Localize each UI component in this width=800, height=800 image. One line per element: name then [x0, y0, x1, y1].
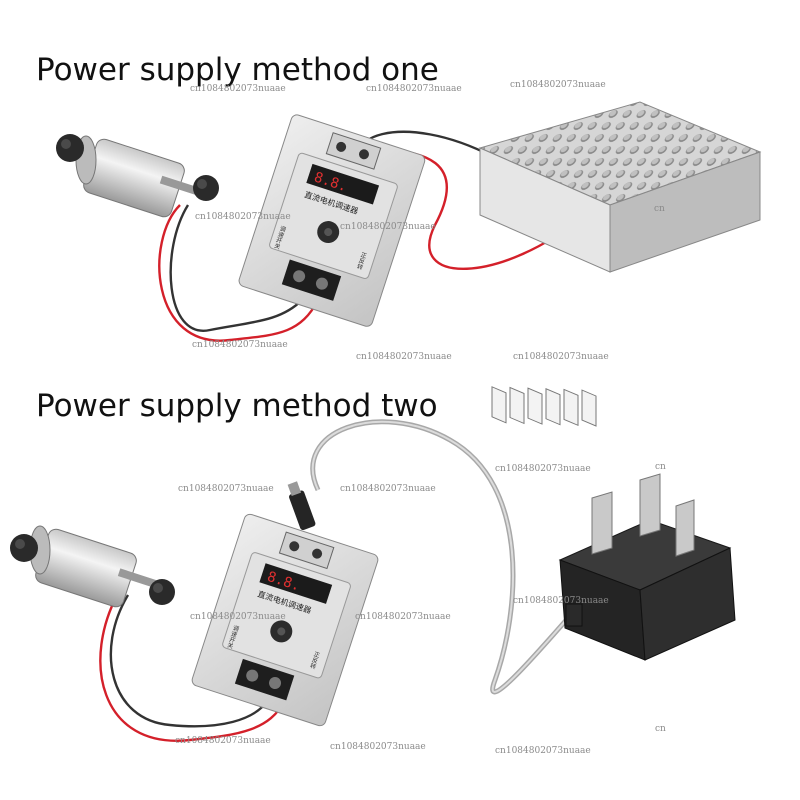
- watermark: cn: [655, 462, 666, 472]
- knob-icon: [10, 534, 38, 562]
- watermark: cn: [655, 724, 666, 734]
- heading-method-one: Power supply method one: [36, 52, 439, 88]
- knob-icon: [193, 175, 219, 201]
- watermark: cn1084802073nuaae: [513, 596, 609, 606]
- speed-controller-two: 8.8. 直流电机调速器 调速开关 正反转: [191, 513, 379, 727]
- switching-power-supply: [478, 101, 762, 427]
- watermark: cn1084802073nuaae: [366, 84, 462, 94]
- heading-method-two: Power supply method two: [36, 388, 438, 424]
- watermark: cn1084802073nuaae: [495, 746, 591, 756]
- knob-icon: [56, 134, 84, 162]
- watermark: cn1084802073nuaae: [356, 352, 452, 362]
- watermark: cn1084802073nuaae: [355, 612, 451, 622]
- watermark: cn1084802073nuaae: [340, 484, 436, 494]
- method-one-diagram: 8.8. 直流电机调速器 调速开关 正反转: [56, 101, 762, 427]
- wire-black-motor-two: [109, 594, 270, 728]
- watermark: cn1084802073nuaae: [510, 80, 606, 90]
- dc-motor-one: [56, 134, 219, 218]
- speed-controller-one: 8.8. 直流电机调速器 调速开关 正反转: [238, 114, 426, 327]
- watermark: cn1084802073nuaae: [190, 612, 286, 622]
- watermark: cn1084802073nuaae: [175, 736, 271, 746]
- dc-barrel-plug: [287, 481, 316, 531]
- dc-motor-two: [10, 525, 175, 608]
- knob-icon: [149, 579, 175, 605]
- wall-adapter: [558, 473, 736, 661]
- watermark: cn1084802073nuaae: [340, 222, 436, 232]
- speed-knob-icon: [270, 620, 293, 643]
- watermark: cn1084802073nuaae: [192, 340, 288, 350]
- wire-black-motor: [169, 204, 303, 332]
- watermark: cn1084802073nuaae: [330, 742, 426, 752]
- method-two-diagram: 8.8. 直流电机调速器 调速开关 正反转: [10, 419, 736, 742]
- watermark: cn1084802073nuaae: [513, 352, 609, 362]
- watermark: cn: [654, 204, 665, 214]
- watermark: cn1084802073nuaae: [195, 212, 291, 222]
- wire-red-motor-two: [99, 589, 287, 742]
- watermark: cn1084802073nuaae: [178, 484, 274, 494]
- wire-red-motor: [158, 204, 320, 342]
- speed-knob-icon: [317, 221, 340, 244]
- watermark: cn1084802073nuaae: [190, 84, 286, 94]
- watermark: cn1084802073nuaae: [495, 464, 591, 474]
